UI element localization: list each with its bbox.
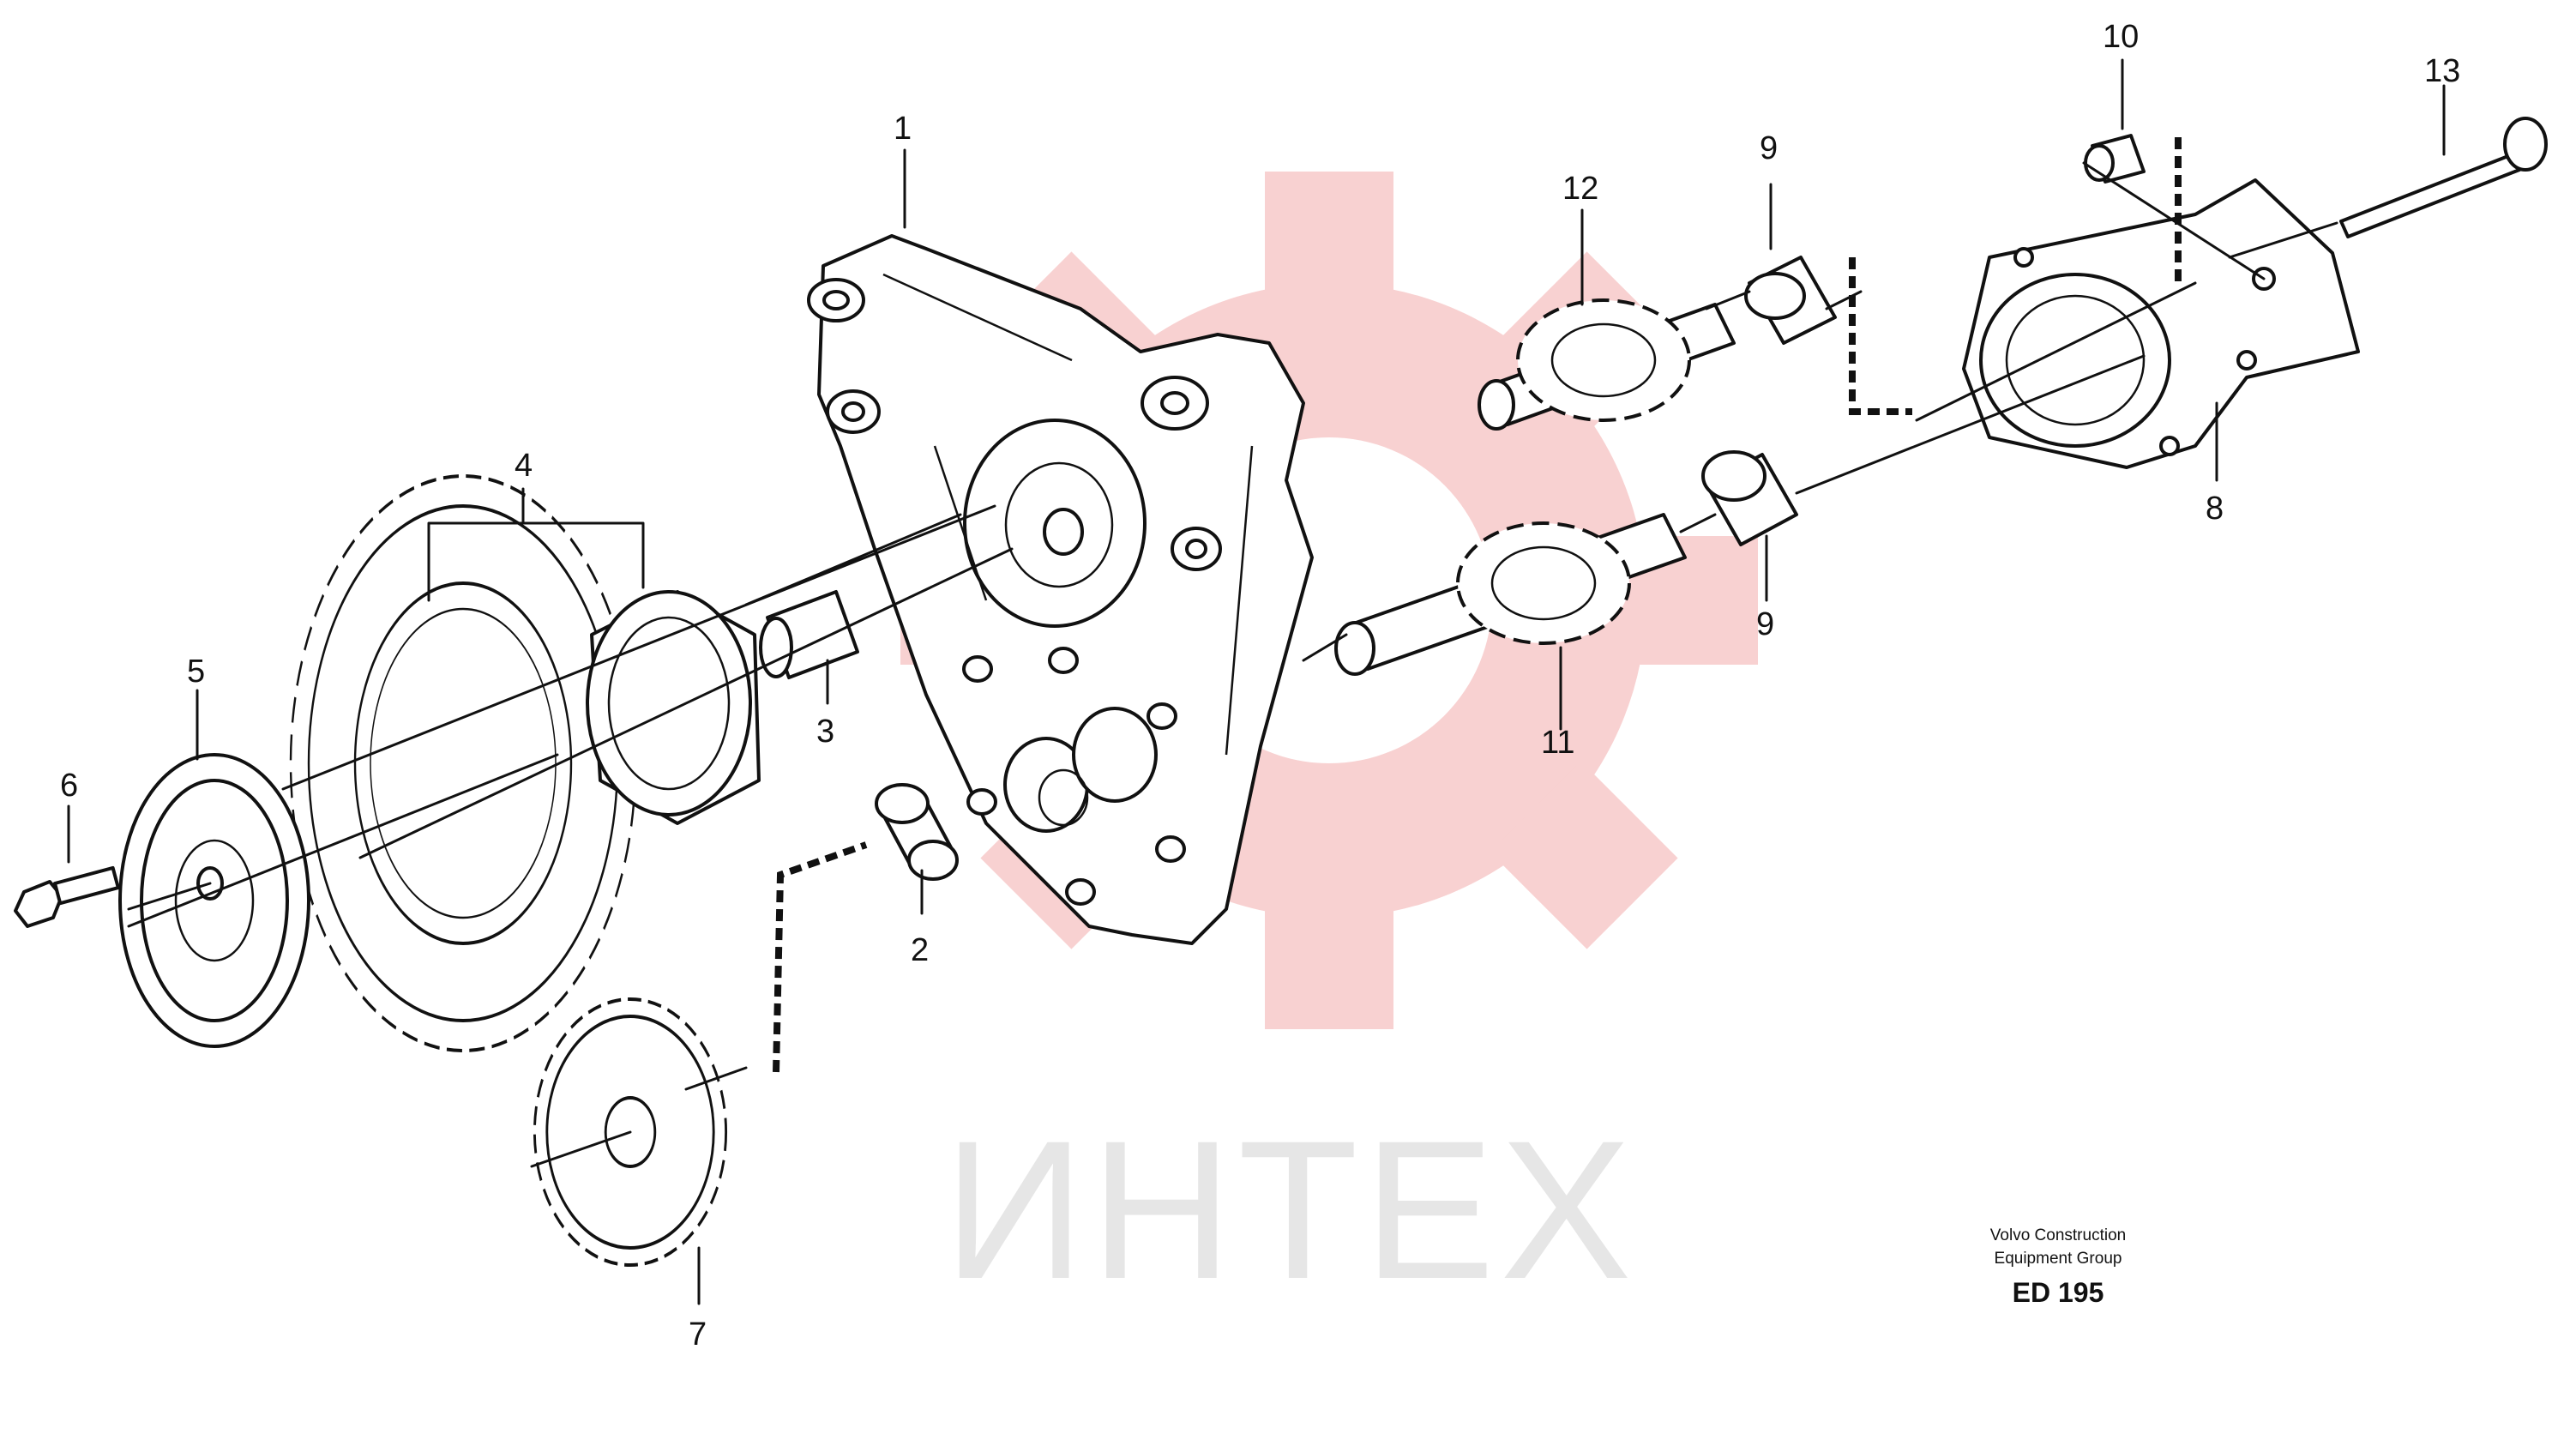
callout-7: 7 <box>689 1316 707 1353</box>
part-10-sleeve <box>2084 134 2146 184</box>
part-5-hub <box>118 753 310 1048</box>
callout-8: 8 <box>2206 491 2224 527</box>
assembly-lines <box>127 137 2338 1168</box>
callout-6: 6 <box>60 768 78 804</box>
callout-12: 12 <box>1562 171 1598 207</box>
credit-line-2: Equipment Group <box>1995 1250 2122 1268</box>
callout-3: 3 <box>816 714 834 750</box>
part-2-bushing <box>875 783 959 881</box>
callout-9-upper: 9 <box>1760 130 1778 166</box>
callout-4: 4 <box>515 448 533 484</box>
watermark-text: ИНТЕХ <box>943 1100 1637 1320</box>
callout-11: 11 <box>1541 725 1574 761</box>
credit-line-1: Volvo Construction <box>1990 1226 2126 1244</box>
callout-2: 2 <box>911 932 929 968</box>
callout-labels: 1 2 3 4 5 6 7 8 9 9 10 11 12 13 <box>60 19 2460 1353</box>
part-1-pump-housing <box>807 234 1314 945</box>
callout-1: 1 <box>894 111 912 147</box>
callout-13: 13 <box>2424 53 2460 89</box>
callout-10: 10 <box>2103 19 2139 55</box>
part-3-pin <box>759 590 859 679</box>
credit-block: Volvo Construction Equipment Group ED 19… <box>1990 1226 2126 1308</box>
part-13-long-bolt <box>2339 117 2548 238</box>
callout-9-lower: 9 <box>1756 606 1774 642</box>
part-11-pump-gear-shaft <box>1334 513 1687 676</box>
leader-lines <box>67 58 2446 1305</box>
drawing-code: ED 195 <box>2013 1277 2104 1308</box>
part-6-bolt <box>14 865 120 928</box>
part-9-bushing-lower <box>1701 450 1798 546</box>
part-4-gear-assembly <box>289 474 761 1052</box>
part-12-pump-gear-shaft <box>1478 298 1736 431</box>
part-8-pump-cover <box>1962 178 2360 469</box>
part-9-bushing-upper <box>1744 256 1837 345</box>
callout-5: 5 <box>187 654 205 690</box>
